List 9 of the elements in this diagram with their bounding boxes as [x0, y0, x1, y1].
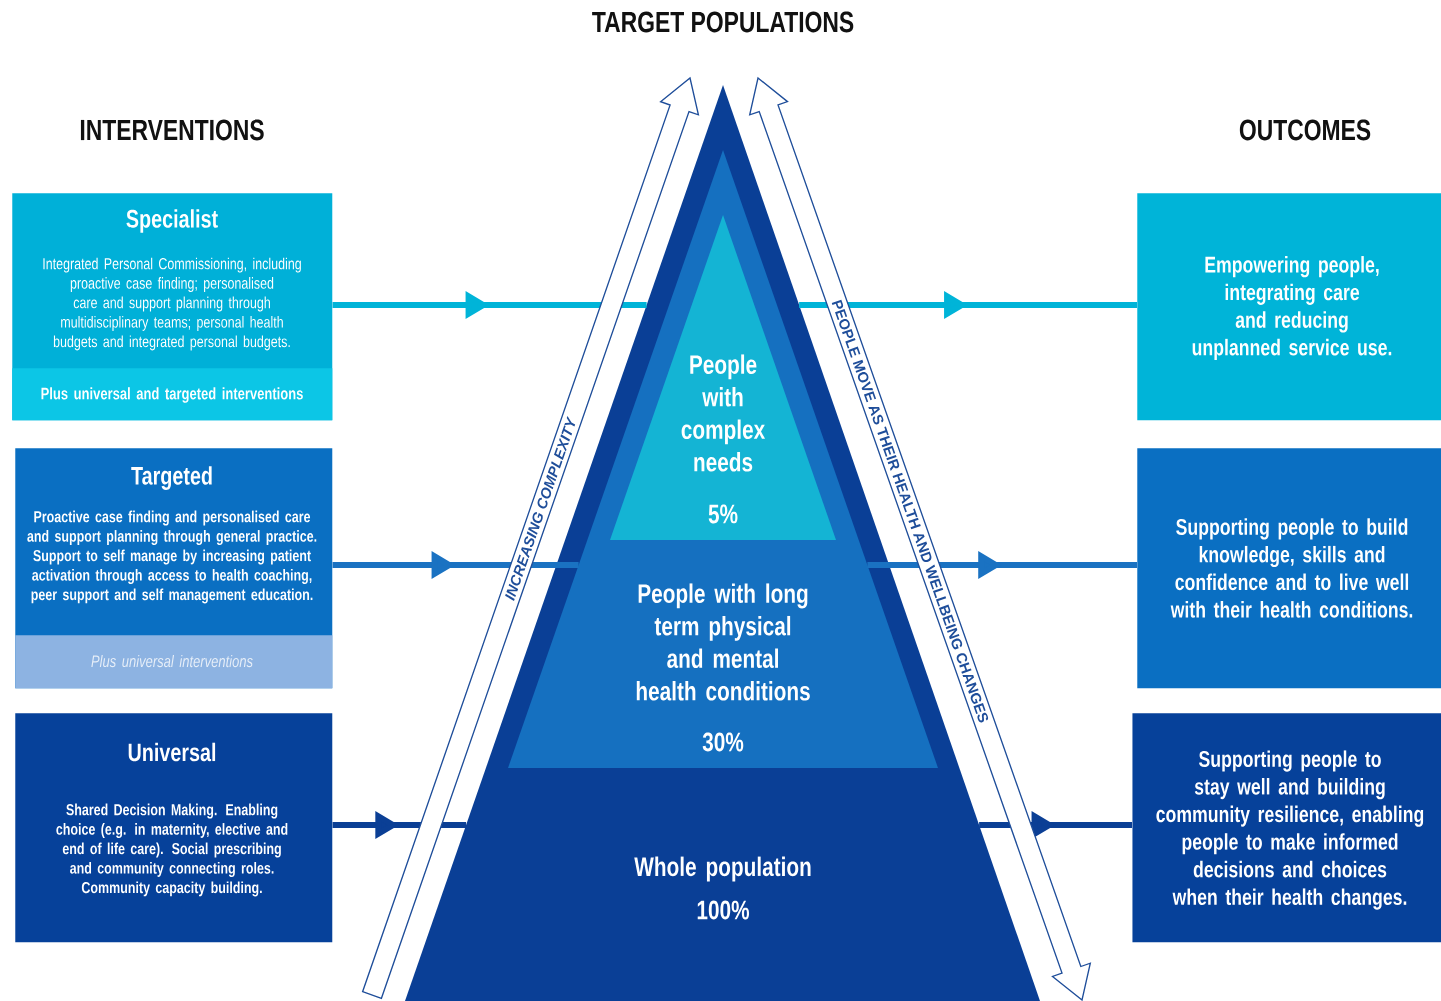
column-heading: INTERVENTIONS	[80, 119, 264, 141]
outcome-box: Empowering people, integrating care and reducing unplanned service use.	[1137, 193, 1441, 421]
intervention-band: Plus universal interventions	[15, 635, 333, 689]
column-heading: OUTCOMES	[1239, 119, 1371, 141]
outcome-box: Supporting people to build knowledge, skills and confidence and to live well with their health conditions.	[1137, 448, 1441, 689]
intervention-box: Universal Shared Decision Making. Enabling choice (e.g. in maternity, elective and end of life care). Social prescribing and community connecting roles. Community capacity building.	[15, 713, 333, 943]
title: TARGET POPULATIONS	[592, 11, 854, 33]
intervention-band: Plus universal and targeted interventions	[12, 368, 333, 421]
outcome-box: Supporting people to stay well and building community resilience, enabling people to make informed decisions and choices when their health changes.	[1132, 713, 1441, 943]
